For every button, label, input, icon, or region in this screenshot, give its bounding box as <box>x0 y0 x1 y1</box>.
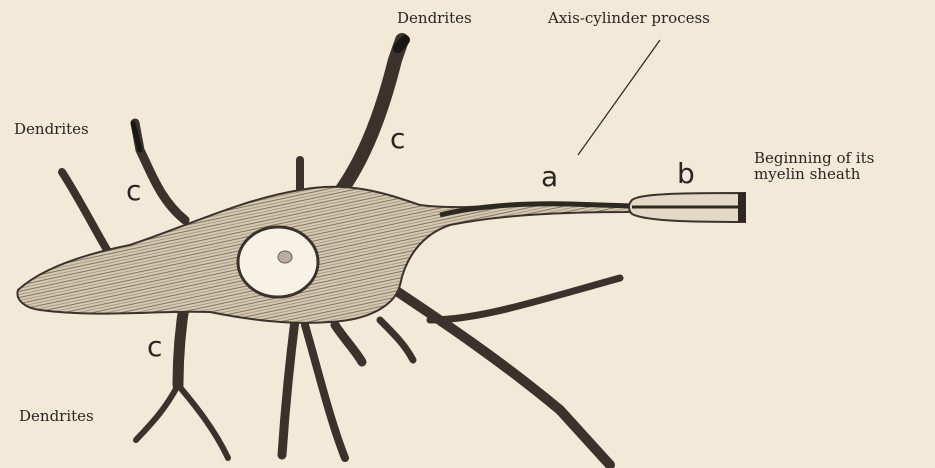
label-myelin-line2: myelin sheath <box>754 166 874 182</box>
letter-a: a <box>541 163 558 191</box>
dendrite-bottom-b <box>305 325 345 458</box>
nucleus <box>238 227 318 297</box>
label-axis-cylinder-process: Axis-cylinder process <box>548 10 710 26</box>
nucleolus <box>278 251 292 263</box>
label-myelin-line1: Beginning of its <box>754 150 874 166</box>
label-dendrites-bottom: Dendrites <box>19 408 94 424</box>
dendrite-right-branch <box>430 278 620 320</box>
label-dendrites-top: Dendrites <box>397 10 472 26</box>
dendrite-far-left <box>62 172 110 255</box>
dendrite-lower-right <box>395 290 610 465</box>
letter-c-top: c <box>390 125 405 153</box>
letter-c-left: c <box>126 177 141 205</box>
label-myelin-sheath: Beginning of its myelin sheath <box>754 150 874 182</box>
dendrite-upper-left <box>135 123 185 220</box>
dendrite-bottom-c <box>335 325 362 362</box>
dendrite-bottom-a <box>282 320 295 455</box>
axis-cylinder-leader <box>578 40 660 155</box>
label-dendrites-left: Dendrites <box>14 121 89 137</box>
letter-b: b <box>677 160 695 188</box>
letter-c-bottom: c <box>147 333 162 361</box>
dendrite-bottom-d <box>380 320 413 360</box>
